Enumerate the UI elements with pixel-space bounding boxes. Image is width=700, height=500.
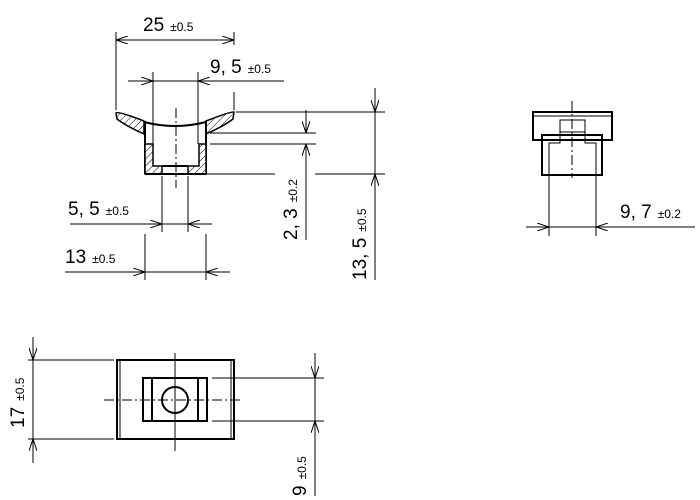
dim-inner-width: 9, 5±0.5 — [210, 57, 271, 78]
dim-step-height: 2, 3±0.2 — [281, 179, 302, 240]
dim-top-depth: 17±0.5 — [8, 377, 29, 428]
dim-base-width: 13±0.5 — [65, 247, 116, 268]
dim-overall-height: 13, 5±0.5 — [350, 208, 371, 280]
front-section-view: 25±0.5 9, 5±0.5 2, 3±0.2 13, 5±0.5 5, 5±… — [65, 15, 385, 280]
flange-left — [115, 111, 145, 136]
flange-right — [205, 111, 235, 136]
dim-overall-width: 25±0.5 — [143, 15, 194, 36]
cup-wall-left — [144, 143, 163, 175]
dim-slot-depth: 9±0.5 — [290, 456, 311, 496]
cup-wall-right — [187, 143, 207, 175]
side-view: 9, 7±0.2 — [526, 101, 695, 236]
dim-hole-width: 5, 5±0.5 — [68, 199, 129, 220]
bowl-curve — [143, 121, 207, 127]
top-view: 17±0.5 9±0.5 — [8, 337, 324, 496]
dim-side-width: 9, 7±0.2 — [620, 202, 681, 223]
